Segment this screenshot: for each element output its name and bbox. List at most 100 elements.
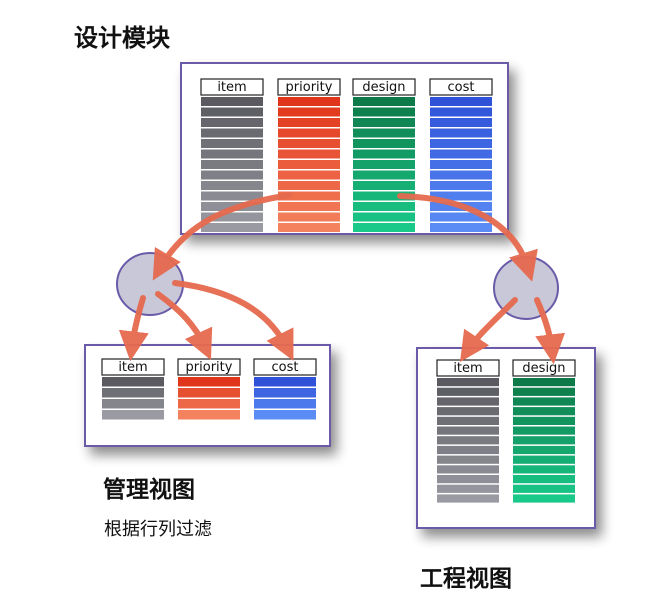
design-module-priority-row — [278, 160, 340, 169]
design-module-cost-row — [430, 181, 492, 190]
design-module-design-row — [353, 223, 415, 232]
design-module-item-row — [201, 139, 263, 148]
management-view-title: 管理视图 — [103, 476, 195, 503]
design-module-item-row — [201, 107, 263, 117]
design-module-cost-row — [430, 223, 492, 232]
management-view-cost-row — [254, 388, 316, 398]
design-module-cost-row — [430, 149, 492, 159]
engineering-view-item-row — [437, 397, 499, 406]
design-module-design-row — [353, 212, 415, 222]
design-module-item-row — [201, 128, 263, 138]
design-module-item-header-box — [200, 78, 264, 96]
design-module-cost-header: cost — [448, 80, 475, 95]
management-view-priority-row — [178, 388, 240, 398]
design-module-item-row — [201, 118, 263, 127]
management-view-item-row — [102, 388, 164, 398]
management-view-columns: item priority cost — [101, 358, 317, 420]
management-view-cost-row — [254, 410, 316, 420]
design-module-design-row — [353, 97, 415, 106]
design-module-item-row — [201, 160, 263, 169]
design-module-priority-row — [278, 118, 340, 127]
design-module-item-row — [201, 97, 263, 106]
engineering-view-design-header: design — [522, 361, 565, 376]
design-module-cost-row — [430, 118, 492, 127]
design-module-priority-header: priority — [286, 80, 333, 95]
design-module-item-row — [201, 181, 263, 190]
design-module-cost-column: cost — [429, 78, 493, 232]
management-view-item-header: item — [118, 360, 147, 375]
design-module-item-row — [201, 191, 263, 201]
engineering-view-item-row — [437, 465, 499, 474]
design-module-item-row — [201, 223, 263, 232]
design-module-design-row — [353, 149, 415, 159]
design-module-design-row — [353, 170, 415, 180]
flow-arrows — [118, 192, 566, 365]
design-module-cost-row — [430, 160, 492, 169]
management-view-priority-header: priority — [186, 360, 233, 375]
engineering-view-item-row — [437, 387, 499, 396]
engineering-view-design-row — [513, 416, 575, 425]
arrow-eng-node-to-item — [460, 297, 518, 362]
design-module-item-row — [201, 212, 263, 222]
engineering-view-item-column: item — [436, 359, 500, 503]
arrow-eng-node-to-design — [534, 297, 566, 365]
design-module-cost-row — [430, 212, 492, 222]
design-module-cost-row — [430, 107, 492, 117]
arrow-node-to-cost — [172, 280, 294, 361]
engineering-view-design-row — [513, 378, 575, 387]
management-view-priority-row — [178, 399, 240, 409]
engineering-view-item-row — [437, 436, 499, 445]
design-module-cost-row — [430, 97, 492, 106]
management-view-priority-column: priority — [177, 358, 241, 420]
engineering-view-item-row — [437, 484, 499, 493]
management-view-priority-row — [178, 410, 240, 420]
design-module-priority-row — [278, 170, 340, 180]
design-module-priority-row — [278, 202, 340, 211]
filter-note: 根据行列过滤 — [104, 519, 212, 540]
design-module-priority-row — [278, 191, 340, 201]
design-module-priority-row — [278, 181, 340, 190]
design-module-design-row — [353, 107, 415, 117]
design-module-priority-row — [278, 139, 340, 148]
design-module-cost-row — [430, 128, 492, 138]
engineering-view-item-row — [437, 416, 499, 425]
arrow-module-to-engineering-node — [397, 193, 538, 282]
design-module-design-header-box — [352, 78, 416, 96]
design-module-item-row — [201, 170, 263, 180]
design-module-priority-row — [278, 223, 340, 232]
management-view-panel: item priority cost — [84, 344, 331, 447]
engineering-view-design-row — [513, 455, 575, 464]
design-module-design-column: design — [352, 78, 416, 232]
design-module-design-row — [353, 202, 415, 211]
design-module-priority-row — [278, 97, 340, 106]
design-module-priority-row — [278, 149, 340, 159]
management-view-cost-row — [254, 399, 316, 409]
engineering-view-item-row — [437, 455, 499, 464]
engineering-view-title: 工程视图 — [420, 565, 512, 592]
design-module-cost-header-box — [429, 78, 493, 96]
design-module-design-row — [353, 181, 415, 190]
engineering-view-design-row — [513, 484, 575, 493]
engineering-view-item-row — [437, 407, 499, 416]
engineering-view-item-row — [437, 378, 499, 387]
management-view-item-row — [102, 410, 164, 420]
management-view-cost-row — [254, 377, 316, 387]
management-view-item-row — [102, 377, 164, 387]
engineering-view-design-row — [513, 387, 575, 396]
arrow-node-to-priority — [155, 291, 213, 361]
engineering-view-item-row — [437, 494, 499, 503]
engineering-view-item-row — [437, 426, 499, 435]
engineering-view-item-row — [437, 475, 499, 484]
design-module-item-header: item — [217, 80, 246, 95]
design-module-priority-row — [278, 107, 340, 117]
management-view-item-row — [102, 399, 164, 409]
design-module-design-row — [353, 139, 415, 148]
engineering-view-design-row — [513, 465, 575, 474]
design-module-cost-row — [430, 191, 492, 201]
management-view-item-column: item — [101, 358, 165, 420]
engineering-view-design-column: design — [512, 359, 576, 503]
engineering-view-design-row — [513, 475, 575, 484]
management-view-cost-column: cost — [253, 358, 317, 420]
design-module-design-row — [353, 118, 415, 127]
